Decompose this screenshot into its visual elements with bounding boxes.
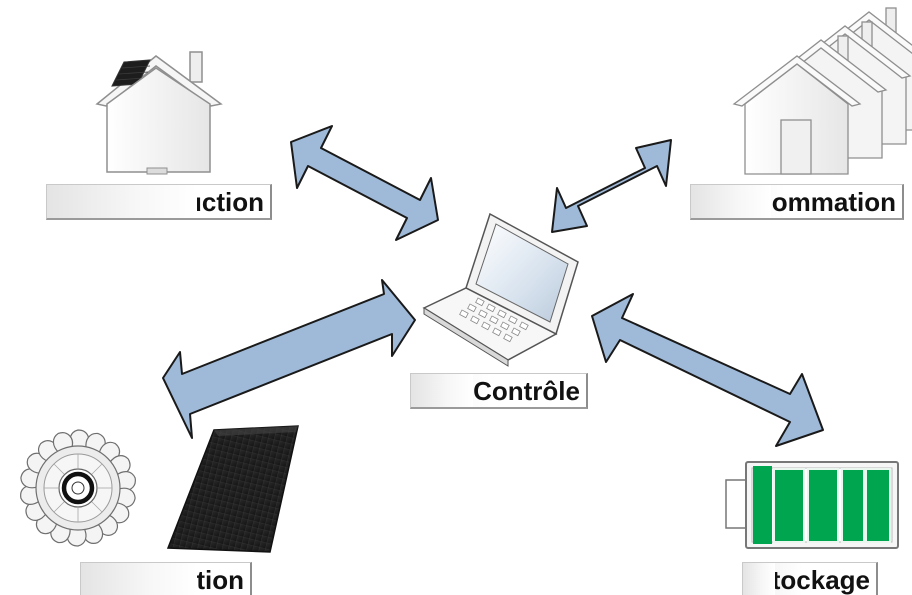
houses-icon xyxy=(732,7,912,175)
arrow-production-control xyxy=(162,279,416,439)
battery-icon xyxy=(725,461,899,549)
arrow-stockage-control xyxy=(591,293,824,447)
label-production: Production xyxy=(80,562,252,595)
laptop-icon xyxy=(422,212,579,367)
arrow-consommation-control xyxy=(551,139,672,233)
label-overlay xyxy=(47,185,197,218)
arrow-production-house-control xyxy=(290,125,439,241)
label-overlay xyxy=(691,185,771,218)
label-production-house: Production xyxy=(46,184,272,220)
house-solar-icon xyxy=(95,51,223,175)
label-overlay xyxy=(743,563,775,595)
label-overlay xyxy=(81,563,197,595)
label-overlay xyxy=(411,374,473,407)
label-consommation: Consommation xyxy=(690,184,904,220)
label-controle: Contrôle xyxy=(410,373,588,409)
label-stockage: Stockage xyxy=(742,562,878,595)
turbine-icon xyxy=(20,429,136,547)
label-controle-text: Contrôle xyxy=(473,376,580,406)
solar-panel-icon xyxy=(166,425,299,553)
